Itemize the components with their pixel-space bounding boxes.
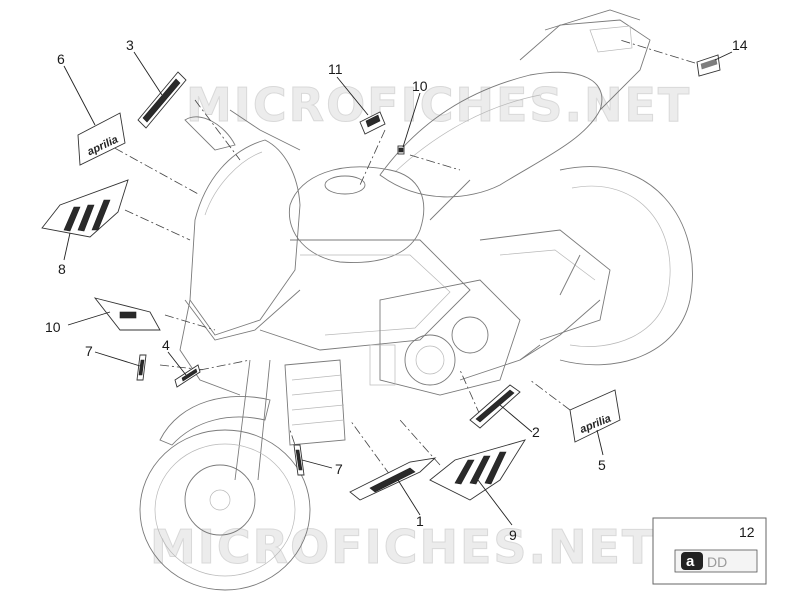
decal-14 [696, 54, 721, 77]
callout-6: 6 [57, 51, 65, 67]
motorcycle-outline [139, 9, 693, 591]
decal-5-aprilia: aprilia [569, 389, 621, 443]
callout-10: 10 [45, 319, 61, 335]
watermark-top: MICROFICHES.NET [186, 78, 691, 132]
inset-box-13: 12 a DD [652, 517, 767, 585]
decal-10-fairing [93, 297, 161, 331]
callout-8: 8 [58, 261, 66, 277]
callout-labels: 6 3 8 10 7 4 11 10 14 2 5 7 1 9 [45, 37, 748, 543]
decal-2-stripe [469, 384, 521, 429]
callout-11: 10 [412, 78, 428, 94]
callout-5: 5 [598, 457, 606, 473]
callout-14: 14 [732, 37, 748, 53]
decal-3-stripe [137, 71, 187, 129]
callout-9: 9 [509, 527, 517, 543]
callout-4: 4 [162, 337, 170, 353]
callout-7-right: 7 [335, 461, 343, 477]
decal-6-aprilia: aprilia [77, 112, 126, 166]
decal-9-graphic [429, 439, 527, 501]
callout-1: 1 [416, 513, 424, 529]
decal-4 [174, 364, 201, 388]
callout-3: 3 [126, 37, 134, 53]
decal-7-left [136, 354, 147, 381]
leader-lines [99, 39, 696, 476]
decal-7-right [293, 444, 305, 476]
decal-1-stripe [349, 457, 437, 501]
callout-7-left: 7 [85, 343, 93, 359]
decal-11 [397, 145, 405, 155]
callout-pointers [63, 51, 733, 526]
callout-13: 12 [739, 524, 755, 540]
callout-12: 11 [328, 61, 343, 77]
inset-badge-mark: a [686, 553, 695, 570]
decal-12 [359, 111, 386, 135]
inset-badge-text: DD [707, 554, 727, 570]
decal-8-graphic [41, 179, 129, 238]
callout-2: 2 [532, 424, 540, 440]
watermark-bottom: MICROFICHES.NET [150, 520, 655, 574]
